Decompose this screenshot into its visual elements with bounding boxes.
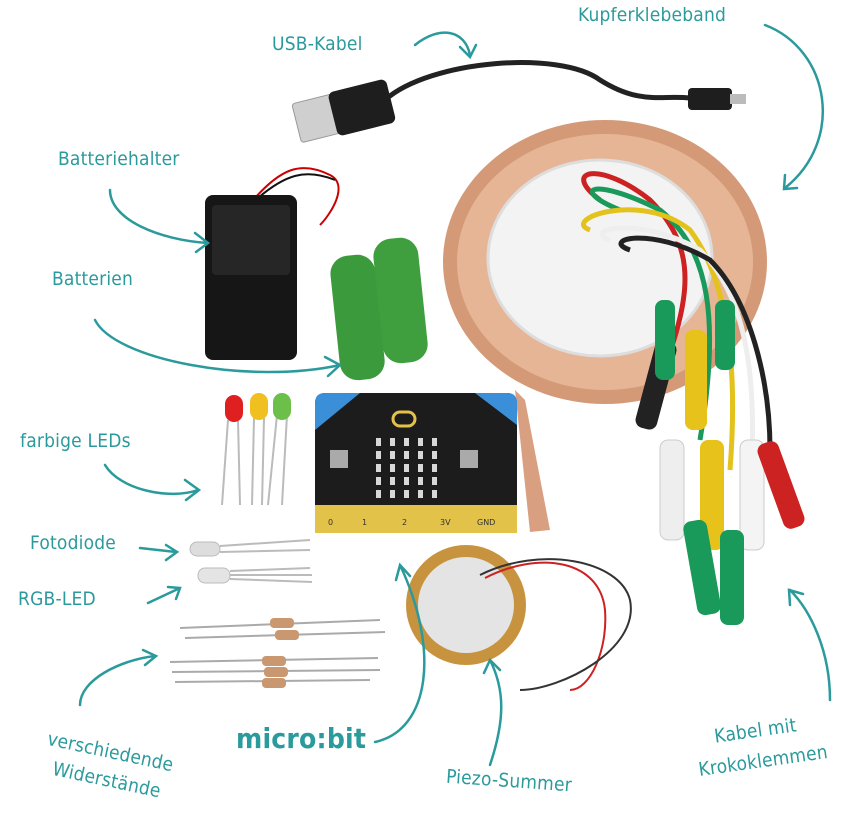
label-battery-holder: Batteriehalter (58, 148, 180, 170)
pin-label: GND (477, 518, 495, 527)
rgb-led (197, 567, 313, 584)
microbit-board: 0 1 2 3V GND (315, 393, 517, 533)
label-batteries: Batterien (52, 268, 134, 290)
led-matrix (376, 438, 437, 498)
led (418, 464, 423, 472)
photodiode (189, 539, 311, 557)
led (376, 464, 381, 472)
label-photodiode: Fotodiode (30, 532, 117, 554)
led (390, 464, 395, 472)
led (390, 451, 395, 459)
label-rgb-led: RGB-LED (18, 588, 96, 610)
battery-holder (205, 167, 340, 360)
led (376, 477, 381, 485)
label-microbit: micro:bit (236, 722, 367, 755)
led (418, 438, 423, 446)
pin-label: 0 (328, 518, 333, 527)
label-colored-leds: farbige LEDs (20, 430, 131, 452)
label-copper-tape: Kupferklebeband (578, 4, 727, 26)
usb-cable (291, 60, 746, 143)
led (432, 477, 437, 485)
piezo-buzzer (406, 545, 632, 691)
colored-leds (221, 393, 291, 506)
label-usb-cable: USB-Kabel (272, 33, 363, 55)
batteries (330, 237, 428, 381)
led (404, 464, 409, 472)
led (404, 451, 409, 459)
led (432, 438, 437, 446)
led (376, 438, 381, 446)
led (418, 477, 423, 485)
led (432, 464, 437, 472)
led (404, 438, 409, 446)
led (376, 451, 381, 459)
led (418, 451, 423, 459)
led (418, 490, 423, 498)
led (390, 490, 395, 498)
resistors (169, 618, 386, 688)
led (432, 490, 437, 498)
pin-label: 1 (362, 518, 367, 527)
led (376, 490, 381, 498)
led (432, 451, 437, 459)
led (404, 477, 409, 485)
crocodile-clip-cables (580, 171, 773, 491)
led (404, 490, 409, 498)
pin-label: 3V (440, 518, 451, 527)
label-arrows (78, 23, 832, 767)
led (390, 438, 395, 446)
led (390, 477, 395, 485)
pin-label: 2 (402, 518, 407, 527)
crocodile-clips (635, 300, 805, 625)
edge-connector-pins: 0 1 2 3V GND (328, 518, 495, 527)
